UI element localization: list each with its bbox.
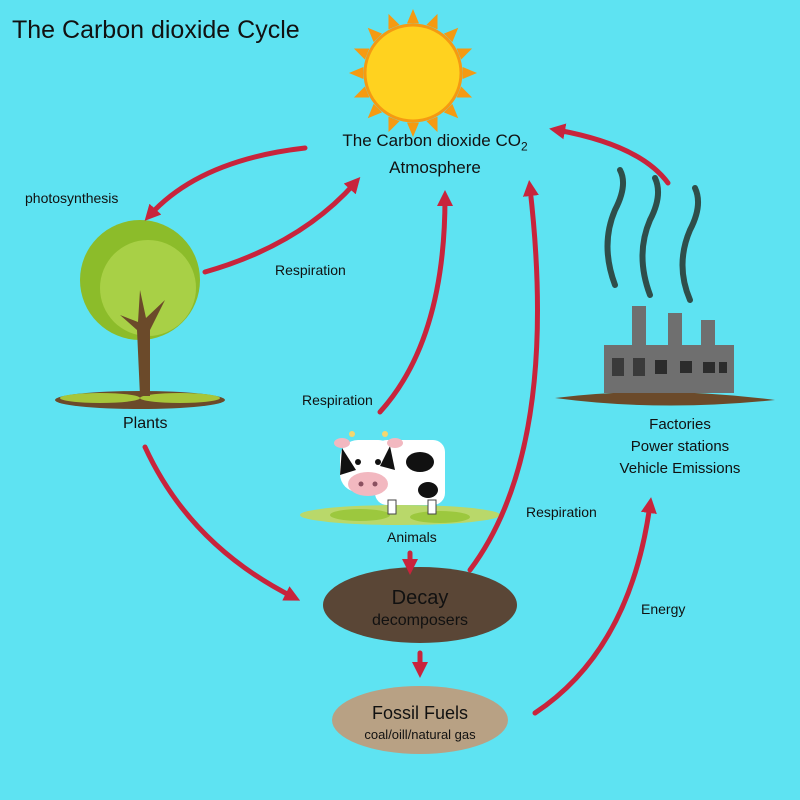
sun-ray	[353, 86, 370, 98]
vehicle-emissions-line: Vehicle Emissions	[619, 460, 741, 477]
photosynthesis-label: photosynthesis	[25, 190, 119, 206]
arrow-plants-to-decay	[142, 444, 301, 601]
sun-ray	[456, 48, 473, 60]
factories-label: Factories Power stations Vehicle Emissio…	[600, 414, 760, 480]
plant-respiration-label: Respiration	[275, 262, 346, 278]
sun-ray	[388, 13, 400, 30]
decay-node	[323, 567, 517, 643]
sun-ray	[367, 103, 383, 119]
atmosphere-subscript: 2	[520, 139, 528, 154]
animal-respiration-label: Respiration	[302, 392, 373, 408]
page-title: The Carbon dioxide Cycle	[12, 16, 300, 44]
sun-ray	[407, 122, 419, 137]
arrow-decay-respiration	[467, 180, 540, 573]
plants-label: Plants	[123, 415, 168, 432]
atmosphere-title: The Carbon dioxide CO	[342, 131, 521, 150]
sun-ray	[426, 116, 438, 133]
arrow-photosynthesis	[144, 145, 308, 221]
arrow-animal-respiration	[377, 190, 453, 415]
sun-ray	[443, 103, 459, 119]
factories-line: Factories	[649, 416, 711, 433]
sun-ray	[456, 86, 473, 98]
cow-icon	[300, 431, 500, 525]
arrow-factory-emissions	[549, 123, 671, 186]
sun-ray	[349, 67, 364, 79]
arrow-plant-respiration	[202, 177, 361, 275]
decay-subtitle: decomposers	[371, 612, 469, 629]
atmosphere-subtitle: Atmosphere	[389, 158, 481, 178]
sun-ray	[353, 48, 370, 60]
atmosphere-label: The Carbon dioxide CO2 Atmosphere	[300, 130, 570, 178]
arrow-energy	[532, 497, 657, 716]
decay-respiration-label: Respiration	[526, 504, 597, 520]
factory-icon	[555, 167, 775, 406]
sun-ray	[388, 116, 400, 133]
energy-label: Energy	[641, 601, 686, 617]
animals-label: Animals	[387, 529, 437, 545]
sun-ray	[462, 67, 477, 79]
fossil-subtitle: coal/oill/natural gas	[364, 727, 476, 742]
sun-ray	[367, 27, 383, 43]
decay-title: Decay	[391, 587, 449, 609]
tree-icon	[55, 220, 225, 409]
sun-ray	[443, 27, 459, 43]
sun-ray	[426, 13, 438, 30]
power-stations-line: Power stations	[630, 438, 730, 455]
sun-icon	[349, 9, 477, 137]
fossil-fuels-node	[332, 686, 508, 754]
sun-ray	[407, 9, 419, 24]
fossil-title: Fossil Fuels	[371, 703, 469, 723]
